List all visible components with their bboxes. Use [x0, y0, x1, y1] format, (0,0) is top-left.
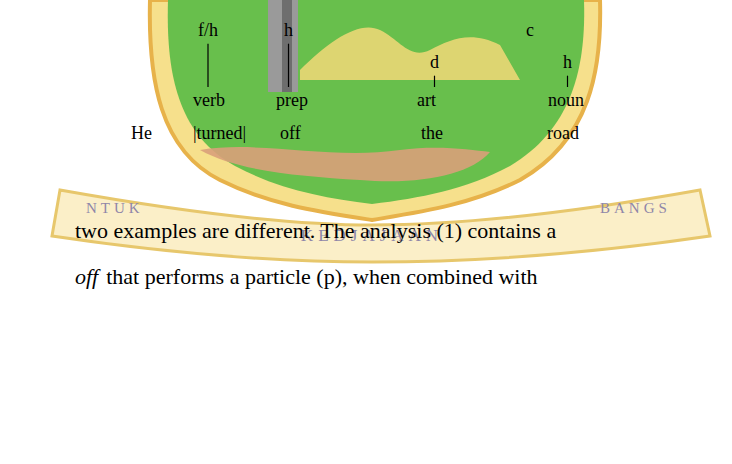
- word-label: off: [280, 123, 301, 144]
- tree-branch: [434, 76, 435, 87]
- emblem-tower: [268, 0, 298, 92]
- category-label: noun: [548, 90, 584, 111]
- emblem-field: [168, 0, 584, 204]
- emblem-mountain: [300, 27, 520, 80]
- function-label: d: [430, 52, 439, 73]
- tree-branch: [567, 76, 568, 87]
- category-label: prep: [276, 90, 308, 111]
- body-text: that performs a particle (p), when combi…: [106, 264, 537, 289]
- word-label: He: [131, 123, 152, 144]
- category-label: verb: [193, 90, 225, 111]
- emblem-ribbon: [52, 190, 710, 262]
- watermark-text: NTUK: [86, 200, 144, 217]
- function-label: f/h: [198, 20, 218, 41]
- word-label: road: [547, 123, 579, 144]
- tree-branch: [288, 44, 289, 87]
- function-label: h: [284, 20, 293, 41]
- category-label: art: [417, 90, 436, 111]
- word-label: the: [421, 123, 443, 144]
- body-text: two examples are different. The analysis…: [75, 218, 556, 243]
- tree-branch: [207, 44, 208, 87]
- function-label: h: [563, 52, 572, 73]
- emblem-boat: [200, 147, 490, 181]
- emblem-tower-shade: [282, 0, 292, 92]
- body-text: off: [75, 264, 98, 289]
- function-label: c: [526, 20, 534, 41]
- watermark-text: BANGS: [600, 200, 671, 217]
- emblem-shield: [150, 0, 600, 220]
- word-label: |turned|: [193, 123, 246, 144]
